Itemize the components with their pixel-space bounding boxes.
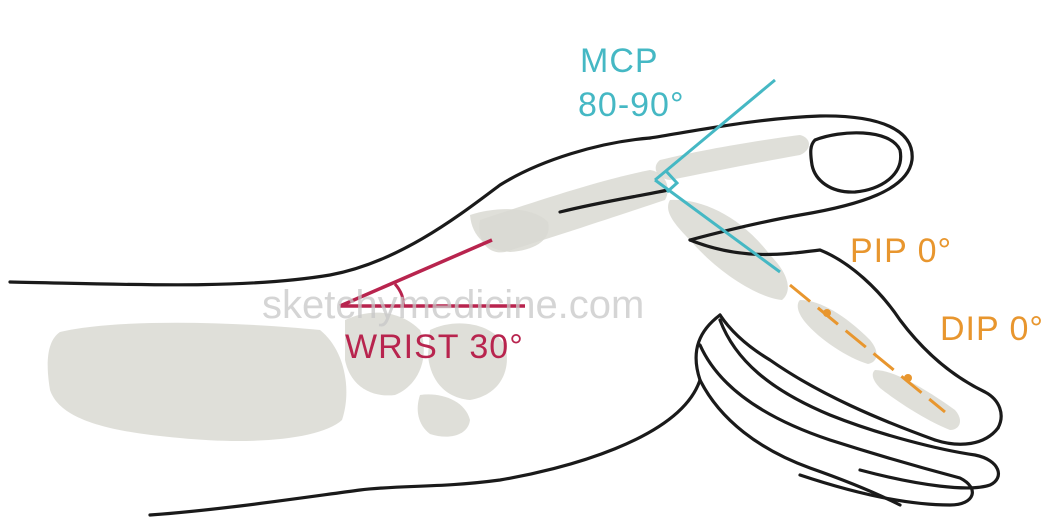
mcp-title-label: MCP bbox=[580, 42, 659, 80]
watermark-text: sketchymedicine.com bbox=[262, 283, 644, 327]
dip-label: DIP 0° bbox=[940, 310, 1044, 348]
dip-joint-dot bbox=[904, 374, 912, 382]
finger-tip bbox=[935, 428, 998, 444]
forearm-bone bbox=[48, 323, 347, 441]
ring-finger bbox=[700, 345, 972, 505]
mcp-angle-label: 80-90° bbox=[578, 86, 685, 124]
carpal-bone-3 bbox=[418, 394, 470, 436]
pip-joint-dot bbox=[823, 309, 831, 317]
middle-phalanx-bone bbox=[798, 300, 877, 364]
thumb-bone bbox=[656, 135, 809, 180]
wrist-label: WRIST 30° bbox=[345, 328, 524, 366]
little-finger bbox=[700, 380, 900, 505]
thumbnail bbox=[811, 133, 901, 192]
pip-label: PIP 0° bbox=[850, 232, 952, 270]
